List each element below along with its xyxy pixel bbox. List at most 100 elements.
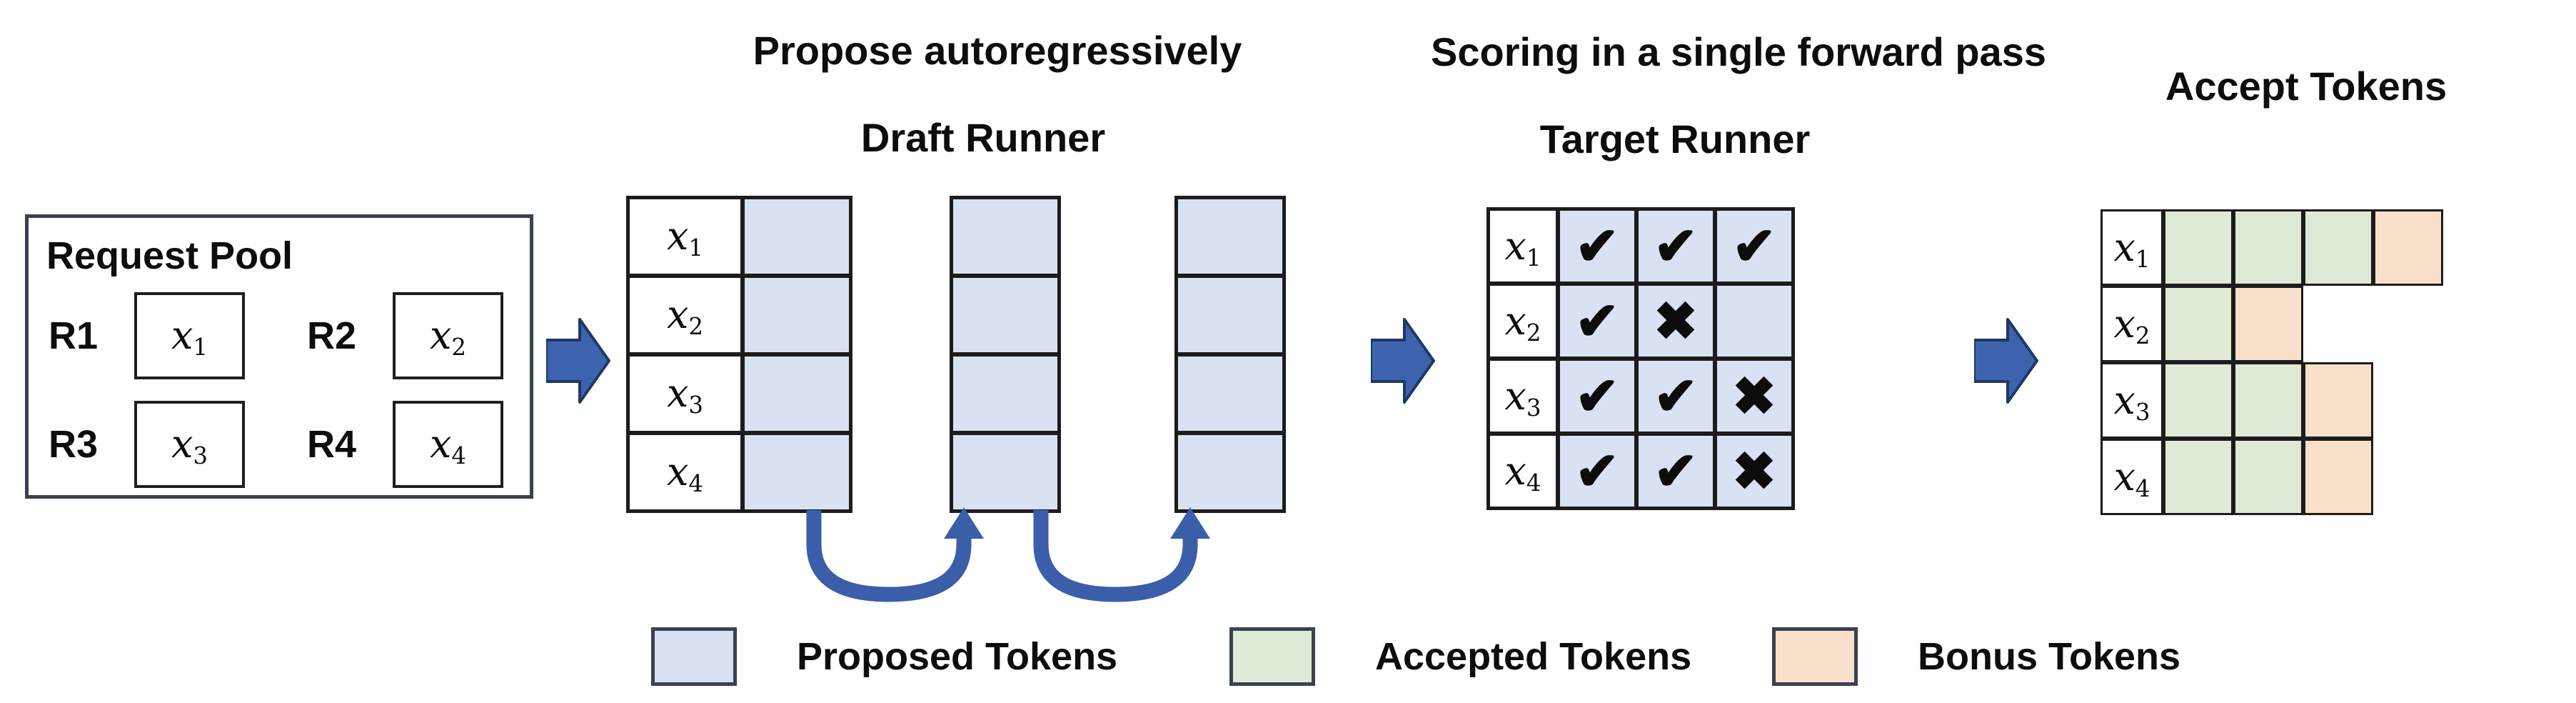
- legend-label: Proposed Tokens: [797, 635, 1118, 678]
- accept-row: x4: [2100, 439, 2443, 515]
- target-row-label: x3: [1488, 359, 1558, 434]
- accept-row-label: x1: [2100, 209, 2163, 286]
- accepted-token-cell: [2163, 362, 2233, 439]
- proposed-token-cell: [951, 433, 1060, 512]
- draft-row-label: x3: [628, 354, 743, 433]
- accept-row: x1: [2100, 209, 2443, 286]
- check-mark-cell: ✔: [1558, 284, 1636, 359]
- accepted-swatch: [1229, 627, 1315, 686]
- math-token: x4: [666, 449, 704, 498]
- accept-row-label: x2: [2100, 286, 2163, 362]
- check-mark-cell: ✔: [1558, 209, 1636, 284]
- math-token: x2: [1504, 298, 1541, 346]
- loop-arrowhead-icon: [944, 507, 984, 539]
- proposed-token-cell: [1176, 433, 1284, 512]
- check-mark-cell: ✔: [1636, 434, 1715, 509]
- right-block-arrow-icon: [546, 318, 610, 404]
- bonus-swatch: [1772, 627, 1858, 686]
- cross-mark-cell: ✖: [1715, 434, 1793, 509]
- proposed-token-cell: [951, 354, 1060, 433]
- math-token: x1: [1504, 223, 1541, 271]
- request-token-box: x3: [134, 401, 245, 488]
- accepted-token-cell: [2233, 209, 2303, 286]
- check-mark-cell: ✔: [1558, 359, 1636, 434]
- draft-step2-column: [950, 196, 1061, 513]
- legend-item: Proposed Tokens: [651, 627, 1117, 686]
- target-runner-title: Target Runner: [1539, 116, 1811, 161]
- accepted-token-cell: [2163, 439, 2233, 515]
- proposed-token-cell: [743, 276, 851, 354]
- loop-arrow-icon: [1033, 510, 1198, 602]
- proposed-token-cell: [951, 276, 1060, 354]
- math-token: x1: [666, 214, 704, 262]
- request-id: R2: [307, 314, 357, 357]
- request-pool-row: R3 x3 R4 x4: [49, 398, 520, 491]
- bonus-token-cell: [2233, 286, 2303, 362]
- loop-arrow-icon: [806, 510, 972, 602]
- check-mark-cell: ✔: [1636, 209, 1715, 284]
- legend-item: Accepted Tokens: [1229, 627, 1691, 686]
- proposed-token-cell: [1176, 354, 1284, 433]
- request-token-box: x1: [134, 292, 245, 379]
- autoregressive-loop-arrows: [806, 507, 1210, 602]
- request-id: R4: [307, 423, 357, 466]
- accepted-token-cell: [2163, 209, 2233, 286]
- request-id: R1: [49, 314, 99, 357]
- request-pool-row: R1 x1 R2 x2: [49, 289, 520, 382]
- legend-label: Bonus Tokens: [1918, 635, 2181, 678]
- cross-mark-cell: ✖: [1636, 284, 1715, 359]
- math-token: x2: [429, 313, 467, 362]
- draft-row-label: x2: [628, 276, 743, 354]
- math-token: x3: [2113, 377, 2150, 426]
- empty-proposed-cell: [1715, 284, 1793, 359]
- target-scoring-grid: x1✔✔✔x2✔✖x3✔✔✖x4✔✔✖: [1486, 207, 1795, 510]
- accept-tokens-title: Accept Tokens: [2165, 64, 2447, 109]
- request-pool-title: Request Pool: [46, 234, 293, 277]
- check-mark-cell: ✔: [1636, 359, 1715, 434]
- math-token: x3: [1504, 373, 1541, 422]
- target-row-label: x4: [1488, 434, 1558, 509]
- bonus-token-cell: [2373, 209, 2443, 286]
- accepted-token-cell: [2163, 286, 2233, 362]
- proposed-token-cell: [1176, 197, 1284, 276]
- math-token: x3: [666, 371, 704, 419]
- request-id: R3: [49, 423, 99, 466]
- right-block-arrow-icon: [1371, 318, 1435, 404]
- math-token: x3: [171, 422, 208, 470]
- propose-step-title: Propose autoregressively: [753, 28, 1242, 73]
- accepted-token-cell: [2303, 209, 2373, 286]
- legend-label: Accepted Tokens: [1375, 635, 1692, 678]
- accepted-token-cell: [2233, 362, 2303, 439]
- right-block-arrow-icon: [1974, 318, 2038, 404]
- check-mark-cell: ✔: [1715, 209, 1793, 284]
- target-row-label: x2: [1488, 284, 1558, 359]
- draft-step3-column: [1174, 196, 1286, 513]
- draft-row-label: x1: [628, 197, 743, 276]
- scoring-step-title: Scoring in a single forward pass: [1431, 29, 2046, 74]
- accept-row-label: x4: [2100, 439, 2163, 515]
- accept-tokens-grid: x1 x2 x3 x4: [2100, 209, 2443, 515]
- target-row-label: x1: [1488, 209, 1558, 284]
- math-token: x4: [429, 422, 467, 470]
- loop-arrowhead-icon: [1170, 507, 1210, 539]
- math-token: x2: [666, 292, 704, 341]
- accepted-token-cell: [2233, 439, 2303, 515]
- proposed-swatch: [651, 627, 737, 686]
- proposed-token-cell: [743, 354, 851, 433]
- proposed-token-cell: [951, 197, 1060, 276]
- proposed-token-cell: [743, 433, 851, 512]
- bonus-token-cell: [2303, 362, 2373, 439]
- draft-row-label: x4: [628, 433, 743, 512]
- math-token: x1: [171, 313, 208, 362]
- legend-item: Bonus Tokens: [1772, 627, 2180, 686]
- accept-row: x3: [2100, 362, 2443, 439]
- math-token: x4: [2113, 454, 2150, 502]
- math-token: x1: [2113, 224, 2150, 273]
- proposed-token-cell: [743, 197, 851, 276]
- math-token: x2: [2113, 301, 2150, 349]
- check-mark-cell: ✔: [1558, 434, 1636, 509]
- cross-mark-cell: ✖: [1715, 359, 1793, 434]
